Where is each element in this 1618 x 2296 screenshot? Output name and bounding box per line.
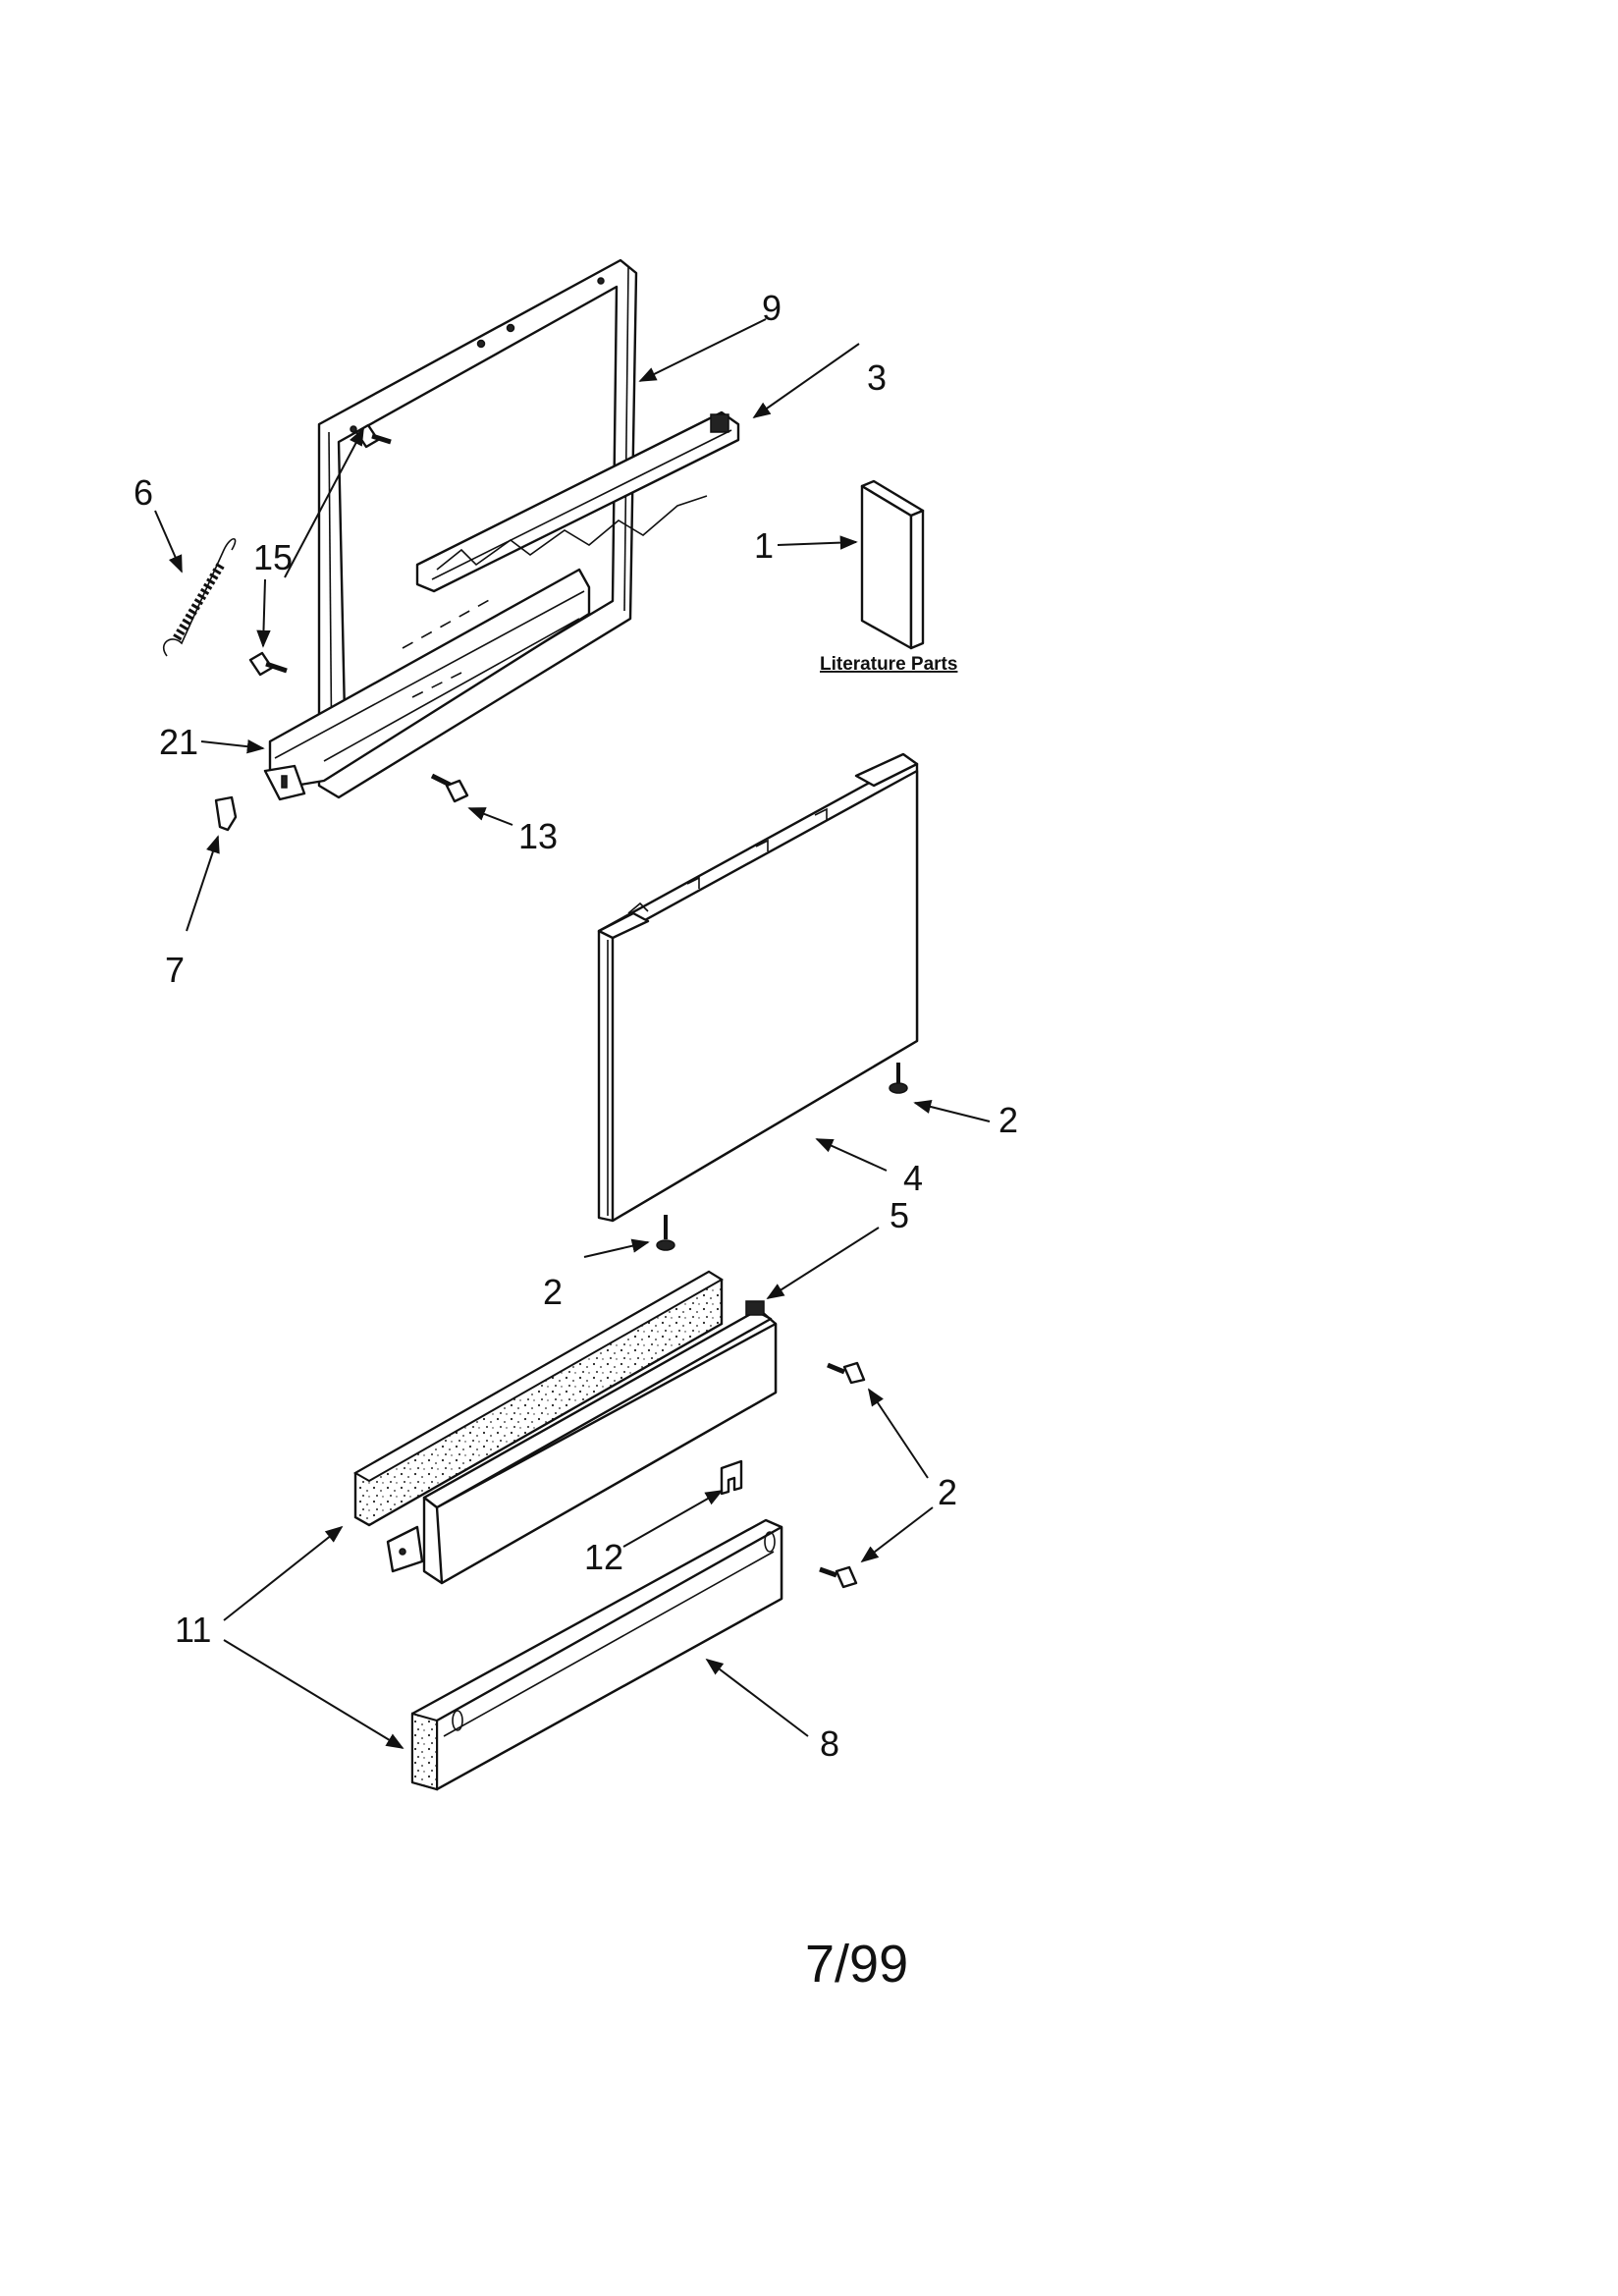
revision-date: 7/99 (805, 1935, 908, 1994)
callout-5: 5 (890, 1195, 909, 1235)
callout-2-right: 2 (938, 1472, 957, 1512)
clip-part-7 (214, 795, 238, 832)
callout-21: 21 (159, 722, 198, 762)
access-panel-part-5 (386, 1300, 778, 1585)
door-rail-part-21 (263, 568, 591, 801)
screw-part-2-right (827, 1361, 866, 1385)
callout-12: 12 (584, 1537, 623, 1577)
literature-book-part-1 (860, 479, 925, 650)
callout-9: 9 (762, 288, 782, 328)
callout-1: 1 (754, 525, 774, 566)
callout-6: 6 (134, 472, 153, 513)
rack-rail-part-3 (415, 410, 740, 593)
callout-7: 7 (165, 950, 185, 990)
screw-part-13 (430, 773, 469, 803)
insulation-strip-part-11 (352, 1270, 724, 1527)
leader-lines (154, 318, 991, 1749)
door-frame-part-9 (317, 258, 638, 799)
screw-part-2-lower (656, 1215, 675, 1251)
screw-part-15-lower (248, 651, 288, 677)
callout-3: 3 (867, 357, 887, 398)
kick-plate-part-8 (410, 1518, 783, 1791)
screw-part-2-kick (819, 1565, 858, 1589)
callout-13: 13 (518, 816, 558, 856)
clip-part-12 (720, 1459, 743, 1496)
door-spring-part-6 (162, 537, 237, 657)
callout-15: 15 (253, 537, 293, 577)
screw-part-2-upper (889, 1063, 908, 1094)
callout-8: 8 (820, 1723, 839, 1764)
outer-door-panel-part-4 (597, 752, 919, 1223)
callout-2-left: 2 (543, 1272, 563, 1312)
literature-parts-label: Literature Parts (820, 654, 957, 675)
callout-4: 4 (903, 1158, 923, 1198)
callout-11: 11 (175, 1610, 211, 1650)
callout-2-upper-right: 2 (998, 1100, 1018, 1140)
